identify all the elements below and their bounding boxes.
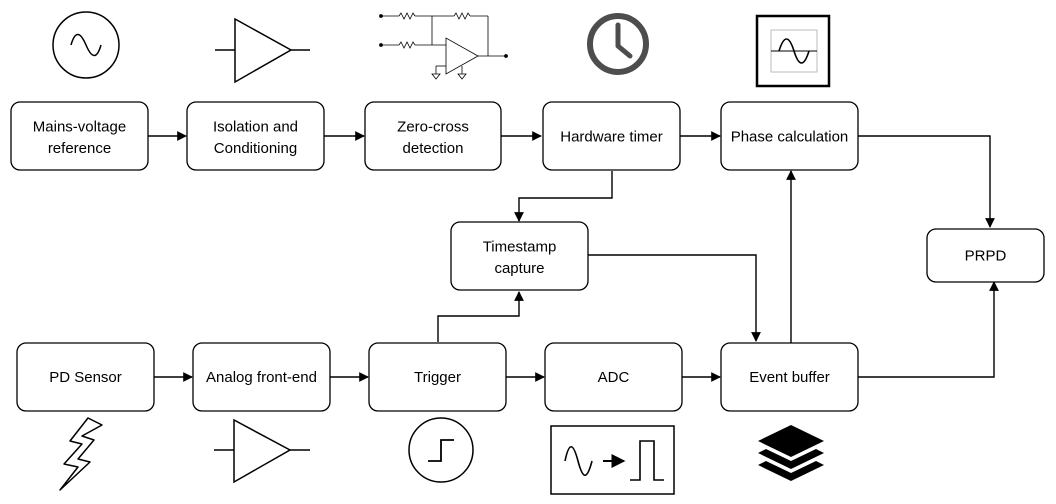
amplifier-icon [215,17,310,84]
svg-text:detection: detection [403,140,464,157]
connections [148,131,999,382]
svg-text:PD Sensor: PD Sensor [49,369,122,386]
sine-scope-icon [755,14,831,88]
block-adc[interactable]: ADC [544,342,683,412]
svg-text:Conditioning: Conditioning [214,140,297,157]
lightning-icon [59,417,103,491]
block-timestamp-capture[interactable]: Timestamp capture [450,221,589,291]
block-event-buffer[interactable]: Event buffer [720,342,859,412]
svg-text:Trigger: Trigger [414,369,461,386]
block-hardware-timer[interactable]: Hardware timer [542,101,681,171]
svg-text:Phase calculation: Phase calculation [731,129,849,146]
layers-icon [758,425,824,481]
svg-text:PRPD: PRPD [965,248,1007,265]
amplifier-icon [214,418,310,484]
block-prpd[interactable]: PRPD [926,228,1045,283]
svg-text:Analog front-end: Analog front-end [206,369,317,386]
block-pd-sensor[interactable]: PD Sensor [16,342,155,412]
clock-icon [587,13,649,75]
block-trigger[interactable]: Trigger [368,342,507,412]
block-analog-front-end[interactable]: Analog front-end [192,342,331,412]
svg-text:Timestamp: Timestamp [483,239,557,256]
svg-text:Isolation and: Isolation and [213,119,298,136]
op-amp-circuit-icon [379,12,508,80]
sine-wave-circle-icon [52,11,120,79]
svg-text:Event buffer: Event buffer [749,369,830,386]
sine-to-pulse-icon [550,425,675,495]
svg-text:capture: capture [494,260,544,277]
svg-text:reference: reference [48,140,111,157]
block-phase-calculation[interactable]: Phase calculation [720,101,859,171]
block-isolation-conditioning[interactable]: Isolation and Conditioning [186,101,325,171]
block-mains-voltage-reference[interactable]: Mains-voltage reference [10,101,149,171]
svg-text:ADC: ADC [598,369,630,386]
svg-text:Zero-cross: Zero-cross [397,119,469,136]
svg-text:Mains-voltage: Mains-voltage [33,119,126,136]
block-zero-cross-detection[interactable]: Zero-cross detection [364,101,502,171]
svg-text:Hardware timer: Hardware timer [560,129,663,146]
step-circle-icon [408,417,474,483]
